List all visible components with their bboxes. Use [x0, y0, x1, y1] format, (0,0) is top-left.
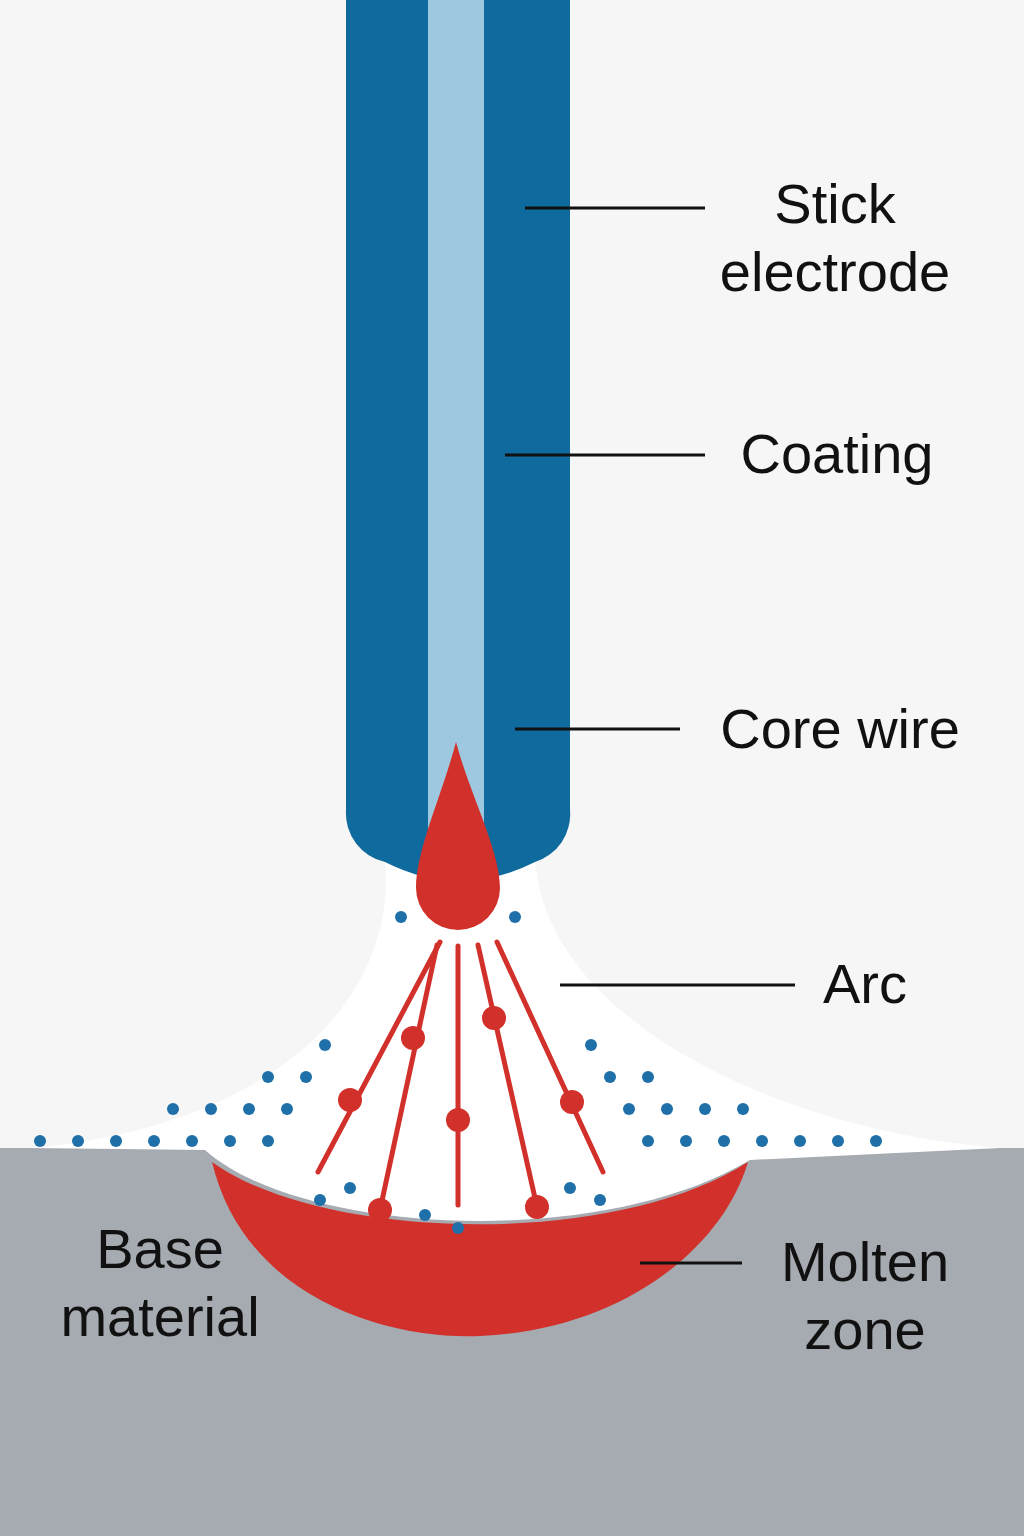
- part-label: Molten zone: [750, 1228, 980, 1364]
- gas-dot: [737, 1103, 749, 1115]
- gas-dot: [72, 1135, 84, 1147]
- part-label: Coating: [712, 420, 962, 488]
- electrode-coating: [346, 0, 570, 881]
- gas-dot: [642, 1135, 654, 1147]
- gas-dot: [832, 1135, 844, 1147]
- gas-dot: [604, 1071, 616, 1083]
- gas-dot: [419, 1209, 431, 1221]
- arc-zone: [30, 855, 1000, 1221]
- gas-dot: [262, 1135, 274, 1147]
- gas-dot: [794, 1135, 806, 1147]
- gas-dot: [243, 1103, 255, 1115]
- part-label: Arc: [805, 950, 925, 1018]
- gas-dot: [110, 1135, 122, 1147]
- molten-droplet: [416, 742, 500, 930]
- part-label: Stick electrode: [690, 170, 980, 306]
- gas-dot: [205, 1103, 217, 1115]
- gas-dot: [262, 1071, 274, 1083]
- gas-dot: [314, 1194, 326, 1206]
- gas-dot: [699, 1103, 711, 1115]
- gas-dot: [300, 1071, 312, 1083]
- molten-zone: [212, 1162, 748, 1336]
- gas-dot: [661, 1103, 673, 1115]
- gas-dot: [186, 1135, 198, 1147]
- gas-dot: [167, 1103, 179, 1115]
- gas-dot: [642, 1071, 654, 1083]
- gas-dot: [281, 1103, 293, 1115]
- gas-dot: [34, 1135, 46, 1147]
- shielding-gas-dots: [34, 911, 882, 1234]
- gas-dot: [224, 1135, 236, 1147]
- gas-dot: [756, 1135, 768, 1147]
- gas-dot: [395, 911, 407, 923]
- gas-dot: [564, 1182, 576, 1194]
- gas-dot: [623, 1103, 635, 1115]
- gas-dot: [509, 911, 521, 923]
- part-label: Core wire: [690, 695, 990, 763]
- gas-dot: [452, 1222, 464, 1234]
- part-label: Base material: [30, 1215, 290, 1351]
- gas-dot: [718, 1135, 730, 1147]
- gas-dot: [594, 1194, 606, 1206]
- gas-dot: [870, 1135, 882, 1147]
- core-wire: [428, 0, 484, 850]
- gas-dot: [148, 1135, 160, 1147]
- gas-dot: [585, 1039, 597, 1051]
- gas-dot: [344, 1182, 356, 1194]
- gas-dot: [680, 1135, 692, 1147]
- gas-dot: [319, 1039, 331, 1051]
